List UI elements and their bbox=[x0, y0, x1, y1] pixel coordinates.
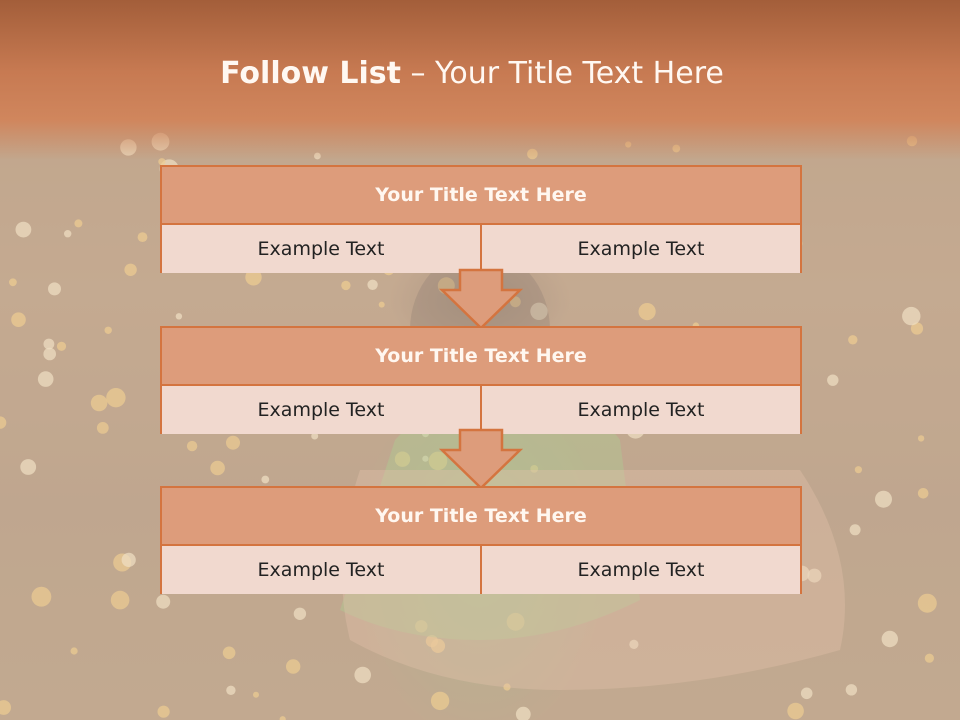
flower-dot bbox=[106, 388, 126, 408]
flower-dot bbox=[341, 280, 351, 291]
flower-dot bbox=[137, 232, 148, 243]
slide-title-rest: – Your Title Text Here bbox=[400, 56, 724, 91]
flower-dot bbox=[845, 684, 858, 696]
flower-dot bbox=[222, 646, 236, 660]
slide-title-bold: Follow List bbox=[220, 56, 401, 91]
flower-dot bbox=[354, 666, 372, 684]
flower-dot bbox=[917, 488, 929, 499]
step-card-2: Your Title Text Here Example Text Exampl… bbox=[160, 326, 802, 434]
flower-dot bbox=[506, 612, 525, 631]
flower-dot bbox=[110, 590, 130, 610]
flower-dot bbox=[261, 475, 270, 484]
flower-dot bbox=[917, 435, 925, 442]
flower-dot bbox=[15, 221, 32, 238]
flower-dot bbox=[503, 683, 511, 691]
step-card-title-box: Your Title Text Here bbox=[162, 167, 800, 225]
flower-dot bbox=[245, 269, 262, 286]
step-card-left-text: Example Text bbox=[162, 546, 480, 594]
flower-dot bbox=[422, 455, 429, 462]
flower-dot bbox=[210, 460, 225, 476]
flower-dot bbox=[910, 322, 924, 335]
flower-dot bbox=[428, 451, 448, 471]
step-card-1: Your Title Text Here Example Text Exampl… bbox=[160, 165, 802, 273]
flower-dot bbox=[90, 394, 108, 412]
flower-dot bbox=[9, 278, 17, 287]
flower-dot bbox=[425, 635, 438, 648]
step-card-title-box: Your Title Text Here bbox=[162, 488, 800, 546]
step-card-row: Example Text Example Text bbox=[162, 225, 800, 273]
flower-dot bbox=[854, 466, 863, 474]
down-arrow-icon bbox=[438, 268, 524, 330]
flower-dot bbox=[875, 490, 892, 508]
flower-dot bbox=[827, 374, 839, 386]
flower-dot bbox=[37, 371, 54, 387]
flower-dot bbox=[226, 685, 236, 695]
flower-dot bbox=[807, 568, 822, 583]
flower-dot bbox=[226, 435, 240, 450]
down-arrow-icon bbox=[438, 428, 524, 490]
step-card-row: Example Text Example Text bbox=[162, 386, 800, 434]
flower-dot bbox=[74, 219, 83, 228]
step-card-left-text: Example Text bbox=[162, 225, 480, 273]
flower-dot bbox=[378, 301, 385, 308]
flower-dot bbox=[430, 691, 450, 711]
flower-dot bbox=[96, 422, 109, 434]
flower-dot bbox=[20, 459, 37, 475]
flower-dot bbox=[104, 326, 112, 334]
flower-dot bbox=[124, 263, 137, 276]
step-card-right-text: Example Text bbox=[480, 546, 800, 594]
flower-dot bbox=[175, 313, 183, 320]
flower-dot bbox=[849, 524, 861, 536]
flower-dot bbox=[48, 282, 61, 296]
flower-dot bbox=[186, 440, 198, 452]
flower-dot bbox=[515, 706, 531, 720]
flower-dot bbox=[279, 716, 286, 720]
flower-dot bbox=[629, 639, 639, 650]
flower-dot bbox=[70, 647, 78, 655]
step-card-left-text: Example Text bbox=[162, 386, 480, 434]
step-card-right-text: Example Text bbox=[480, 386, 800, 434]
flower-dot bbox=[43, 347, 56, 361]
step-card-3: Your Title Text Here Example Text Exampl… bbox=[160, 486, 802, 594]
flower-dot bbox=[800, 687, 813, 700]
flower-dot bbox=[121, 552, 136, 568]
step-card-title: Your Title Text Here bbox=[375, 505, 587, 527]
flower-dot bbox=[43, 338, 55, 350]
slide-title: Follow List – Your Title Text Here bbox=[0, 56, 944, 91]
step-card-title: Your Title Text Here bbox=[375, 345, 587, 367]
flower-dot bbox=[415, 620, 428, 633]
flower-dot bbox=[902, 306, 921, 326]
flower-dot bbox=[787, 702, 804, 720]
flower-dot bbox=[881, 630, 898, 648]
step-card-right-text: Example Text bbox=[480, 225, 800, 273]
flower-dot bbox=[157, 705, 170, 718]
flower-dot bbox=[848, 335, 858, 345]
step-card-row: Example Text Example Text bbox=[162, 546, 800, 594]
flower-dot bbox=[917, 593, 937, 613]
flower-dot bbox=[638, 303, 656, 321]
flower-dot bbox=[286, 659, 301, 674]
flower-dot bbox=[394, 451, 411, 467]
header-band bbox=[0, 0, 960, 160]
flower-dot bbox=[0, 416, 7, 429]
step-card-title: Your Title Text Here bbox=[375, 184, 587, 206]
flower-dot bbox=[253, 691, 259, 698]
flower-dot bbox=[530, 302, 548, 320]
flower-dot bbox=[0, 700, 11, 715]
flower-dot bbox=[924, 653, 935, 663]
flower-dot bbox=[367, 279, 378, 290]
flower-dot bbox=[530, 465, 539, 473]
flower-dot bbox=[311, 432, 319, 440]
step-card-title-box: Your Title Text Here bbox=[162, 328, 800, 386]
flower-dot bbox=[11, 312, 26, 328]
flower-dot bbox=[156, 594, 171, 609]
flower-dot bbox=[510, 296, 521, 308]
flower-dot bbox=[56, 341, 67, 351]
flower-dot bbox=[63, 230, 72, 238]
flower-dot bbox=[293, 607, 307, 620]
flower-dot bbox=[31, 586, 52, 607]
